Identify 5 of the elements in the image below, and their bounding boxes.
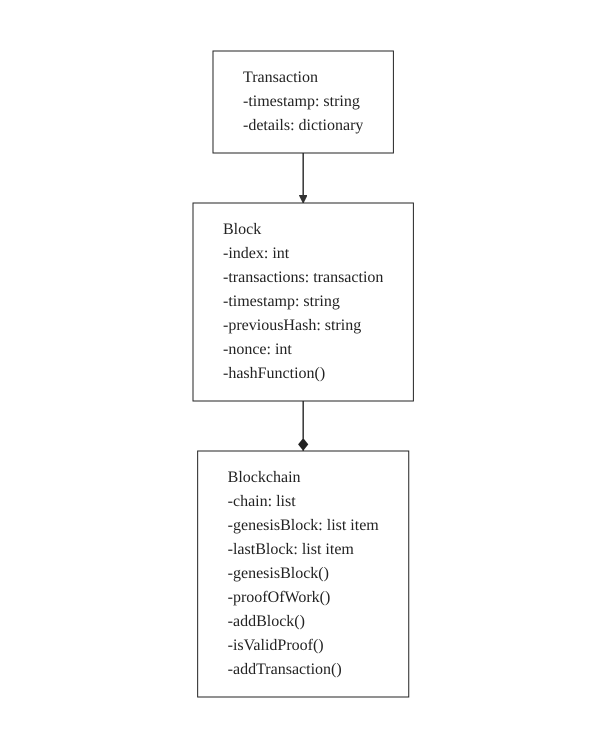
node-box: Block -index: int -transactions: transaction -timestamp: string -previousHash: string -nonce: int -hashFunction() xyxy=(192,202,414,402)
node-box: Transaction -timestamp: string -details: dictionary xyxy=(212,50,394,154)
arrow xyxy=(298,153,308,204)
node-box: Blockchain -chain: list -genesisBlock: list item -lastBlock: list item -genesisBlock() -proofOfWork() -addBlock() -isValidProof() -addTransaction() xyxy=(196,450,410,698)
connector xyxy=(298,401,308,451)
